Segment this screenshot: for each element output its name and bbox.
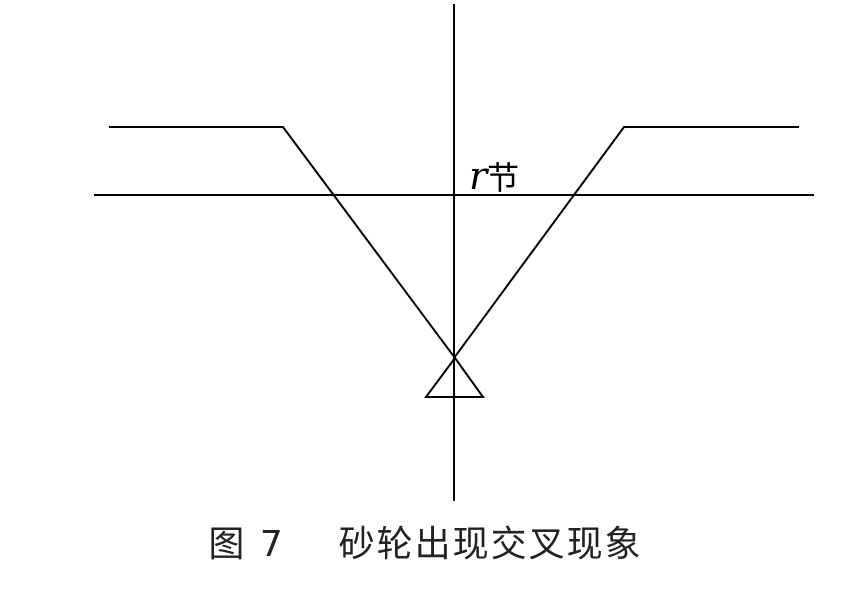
left-wheel-profile (109, 126, 457, 360)
figure-caption: 图 7 砂轮出现交叉现象 (0, 515, 851, 567)
caption-gap (285, 524, 339, 565)
pitch-radius-symbol: r (469, 154, 490, 198)
caption-text: 砂轮出现交叉现象 (338, 524, 643, 565)
right-wheel-profile (452, 126, 799, 360)
pitch-radius-label: r节 (469, 154, 519, 198)
grinding-wheel-crossing-diagram: r节 (94, 4, 814, 501)
figure-number: 图 7 (208, 524, 285, 565)
crossing-point-triangle (424, 356, 485, 398)
pitch-radius-subscript: 节 (487, 159, 519, 197)
